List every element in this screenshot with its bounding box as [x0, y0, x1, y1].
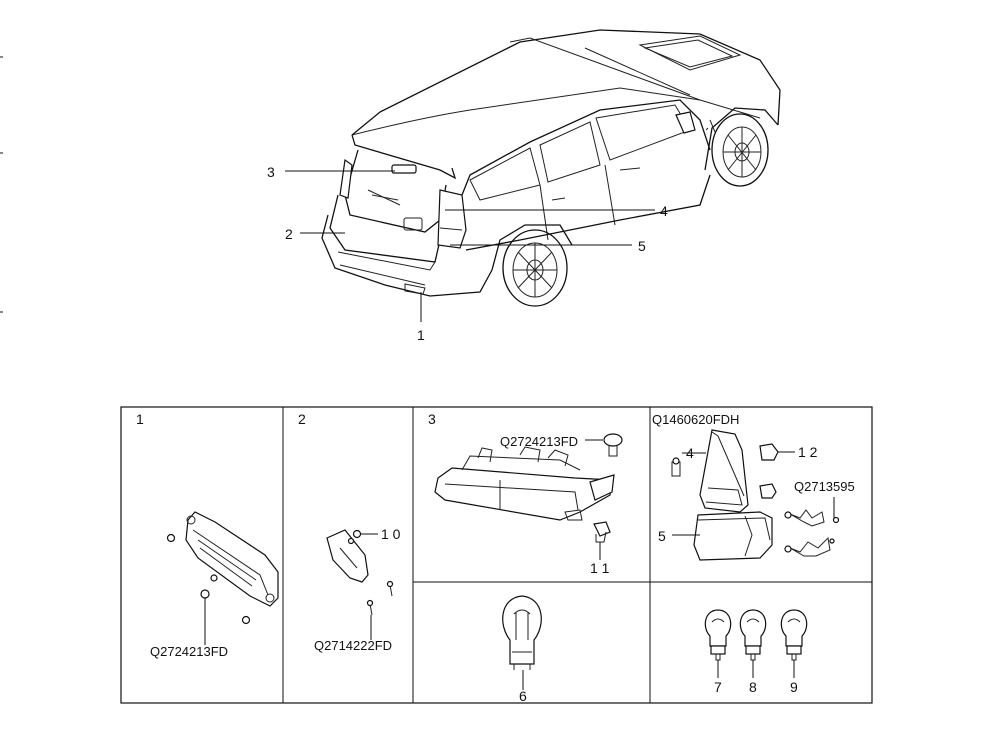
bulb-7-icon [704, 609, 732, 661]
panel-3-part-number: Q2724213FD [500, 434, 578, 449]
panel-3-number: 3 [428, 411, 436, 427]
panel-4-ref-4: 4 [686, 445, 694, 461]
screw-icon [347, 529, 394, 616]
panel-1-number: 1 [136, 411, 144, 427]
panel-1-part-number: Q2724213FD [150, 644, 228, 659]
panel-2-ref-10: 1 0 [381, 526, 401, 542]
panel-2-number: 2 [298, 411, 306, 427]
callout-1: 1 [417, 327, 425, 343]
panel-4-ref-12: 1 2 [798, 444, 818, 460]
parts-grid [120, 406, 873, 704]
bulb-9-icon [780, 609, 808, 661]
screw-icon [166, 533, 251, 625]
panel-4-part-number-side: Q2713595 [794, 479, 855, 494]
panel-4-5: Q1460620FDH 4 5 1 2 Q2713595 [652, 412, 855, 561]
edge-marks [0, 56, 3, 313]
lamp-socket-part [593, 521, 611, 543]
callout-4: 4 [660, 203, 668, 219]
panel-5-ref-5: 5 [658, 528, 666, 544]
panel-6-ref: 6 [519, 688, 527, 704]
screw-icon [603, 433, 623, 457]
panel-7-8-9: 7 8 9 [704, 609, 808, 695]
screw-icon [671, 457, 681, 477]
panel-8-ref: 8 [749, 679, 757, 695]
panel-9-ref: 9 [790, 679, 798, 695]
panel-3: 3 Q2724213FD 1 1 [428, 411, 623, 576]
rear-lamp-part [185, 511, 279, 607]
bulb-socket-wiring [784, 509, 840, 557]
panel-7-ref: 7 [714, 679, 722, 695]
rear-combination-lamp-upper [699, 429, 749, 513]
license-lamp-part [326, 529, 369, 583]
rear-combination-lamp-lower [693, 511, 773, 561]
lamp-socket-part [759, 443, 779, 499]
callout-3: 3 [267, 164, 275, 180]
wedge-bulb-icon [502, 595, 542, 670]
panel-3-ref-11: 1 1 [590, 560, 610, 576]
panel-2: 2 1 0 Q2714222FD [298, 411, 401, 653]
panel-6: 6 [502, 595, 542, 704]
bulb-8-icon [739, 609, 767, 661]
callout-5: 5 [638, 238, 646, 254]
panel-2-part-number: Q2714222FD [314, 638, 392, 653]
high-mount-stop-lamp-part [434, 446, 615, 521]
panel-4-part-number-top: Q1460620FDH [652, 412, 739, 427]
panel-1: 1 Q2724213FD [136, 411, 279, 659]
callout-2: 2 [285, 226, 293, 242]
vehicle-illustration [321, 29, 781, 307]
callout-leaders [285, 170, 655, 322]
